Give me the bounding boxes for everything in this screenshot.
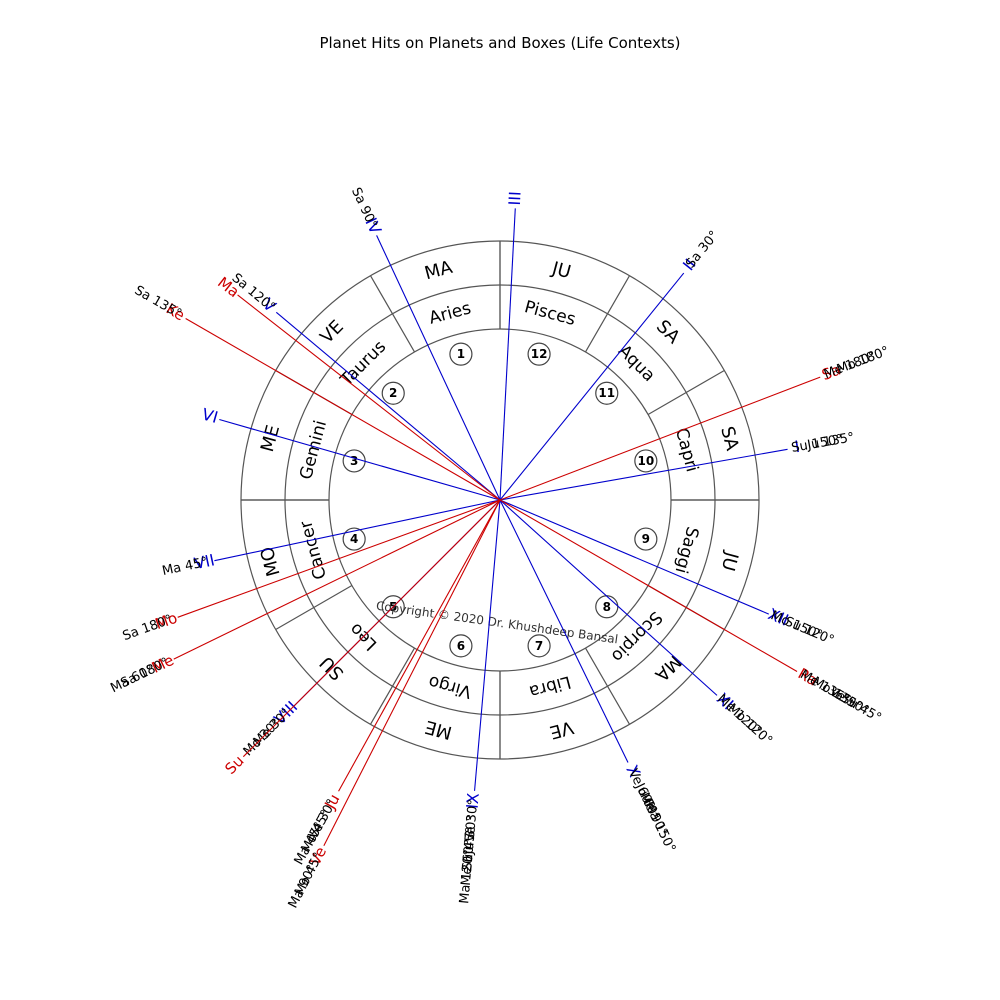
sign-owner-label: ME xyxy=(257,423,284,454)
sign-owner-label: SA xyxy=(716,424,743,453)
house-line xyxy=(499,499,629,763)
house-hit-label: Ve 30° xyxy=(463,799,482,843)
sector-divider xyxy=(369,647,416,725)
house-hit-label: Ma 120° xyxy=(457,849,477,905)
sign-owner-label: VE xyxy=(316,316,348,348)
sign-owner-label: MO xyxy=(257,544,285,578)
house-hit-label: Ma 45° xyxy=(161,555,209,579)
sign-owner-label: JU xyxy=(717,549,742,573)
sign-number: 10 xyxy=(638,454,655,468)
planet-line xyxy=(177,499,501,618)
sign-number: 6 xyxy=(457,639,465,653)
sign-number: 12 xyxy=(531,347,548,361)
house-hit-label: Mo 120° xyxy=(724,701,775,749)
house-line xyxy=(376,235,501,501)
sign-number: 11 xyxy=(598,386,615,400)
sign-owner-label: VE xyxy=(547,716,575,742)
sign-number: 2 xyxy=(389,386,397,400)
sign-number-circle xyxy=(595,381,619,405)
sign-owner-label: ME xyxy=(423,716,454,743)
sign-number-circle xyxy=(381,381,405,405)
planet-hit-label: Ma 60° xyxy=(108,662,156,696)
house-hit-label: Sa 90° xyxy=(348,185,380,231)
sign-number-circle xyxy=(527,342,551,366)
house-line xyxy=(499,499,718,696)
sign-name-label: Taurus xyxy=(336,337,390,391)
house-label: VII xyxy=(192,550,216,573)
planet-hit-label: Su 45° xyxy=(838,691,883,726)
sign-owner-label: MA xyxy=(422,257,455,285)
house-line xyxy=(275,311,501,501)
sign-number: 4 xyxy=(350,532,358,546)
house-line xyxy=(499,272,685,501)
planet-line xyxy=(338,499,501,792)
sector-divider xyxy=(647,369,725,416)
sign-name-label: Pisces xyxy=(522,297,578,330)
sign-number: 1 xyxy=(457,347,465,361)
house-hit-label: Me 60° xyxy=(459,839,478,887)
sign-number: 9 xyxy=(642,532,650,546)
house-label: III xyxy=(505,191,525,206)
planet-hit-label: Sa 180° xyxy=(121,612,175,644)
planet-line xyxy=(499,499,798,672)
house-line xyxy=(499,448,788,501)
planet-line xyxy=(237,294,501,501)
house-label: IX xyxy=(463,792,483,809)
sector-divider xyxy=(584,647,631,725)
house-hit-label: Ma 150° xyxy=(641,799,678,855)
planet-line xyxy=(323,499,501,846)
planet-label: Sa xyxy=(819,361,843,385)
sign-owner-label: SA xyxy=(652,316,684,348)
chart-title: Planet Hits on Planets and Boxes (Life C… xyxy=(319,34,681,52)
planet-line xyxy=(185,318,501,501)
house-label: I xyxy=(793,437,801,457)
sign-number-circle xyxy=(527,634,551,658)
house-line xyxy=(214,499,501,562)
planet-hit-label: Mo 180° xyxy=(835,344,891,378)
house-line xyxy=(474,499,501,791)
sign-owner-label: MA xyxy=(650,651,685,686)
copyright-text: Copyright © 2020 Dr. Khushdeep Bansal xyxy=(375,599,619,647)
sign-number-circle xyxy=(634,449,658,473)
house-line xyxy=(219,418,501,501)
sign-number-circle xyxy=(449,342,473,366)
house-hit-label: Sa 30° xyxy=(683,228,722,271)
sector-divider xyxy=(275,584,353,631)
sector-divider xyxy=(369,275,416,353)
house-line xyxy=(499,208,516,501)
sign-number-circle xyxy=(634,527,658,551)
house-hit-label: Ju 30° xyxy=(461,815,479,856)
sign-name-label: Saggi xyxy=(671,524,703,575)
house-hit-label: Ju 135° xyxy=(805,430,855,453)
sign-number: 3 xyxy=(350,454,358,468)
planet-line xyxy=(242,499,501,758)
planet-line xyxy=(173,499,501,660)
sign-name-label: Libra xyxy=(527,671,573,701)
planet-hit-label: Ma 90° xyxy=(286,863,320,911)
sign-number-circle xyxy=(449,634,473,658)
sector-divider xyxy=(584,275,631,353)
house-line xyxy=(499,499,770,615)
house-hit-label: Su 45° xyxy=(460,826,479,871)
sign-name-label: Virgo xyxy=(426,671,474,702)
sign-number-circle xyxy=(342,527,366,551)
house-label: VI xyxy=(200,405,220,428)
sign-number: 7 xyxy=(535,639,543,653)
house-hit-label: Su 120° xyxy=(782,614,836,648)
sign-name-label: Aries xyxy=(427,298,474,328)
planet-line xyxy=(499,376,821,501)
house-label: IV xyxy=(361,215,385,237)
sign-owner-label: JU xyxy=(549,258,573,283)
sign-number: 8 xyxy=(603,600,611,614)
